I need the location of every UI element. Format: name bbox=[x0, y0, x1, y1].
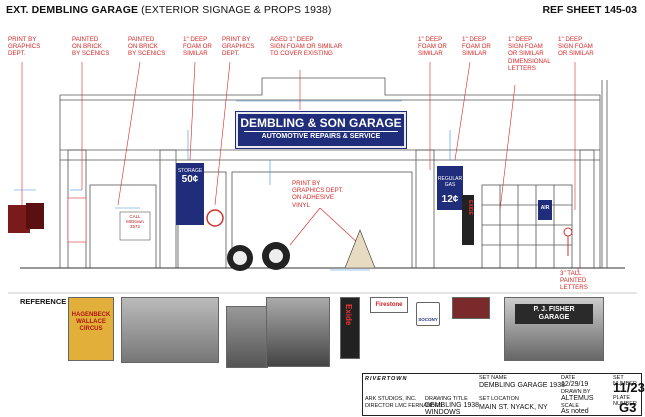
drawing-title-label: DRAWING TITLE bbox=[425, 396, 468, 402]
call-sign bbox=[119, 211, 151, 241]
ref-fisher-sign-text: P. J. FISHER GARAGE bbox=[515, 304, 593, 324]
ref-firestone-sign: Firestone bbox=[370, 297, 408, 313]
sheet-title: EXT. DEMBLING GARAGE (EXTERIOR SIGNAGE &… bbox=[6, 4, 332, 16]
storage-label: STORAGE bbox=[177, 168, 203, 174]
callout-sign-foam: 1" DEEP SIGN FOAM OR SIMILAR bbox=[558, 36, 594, 58]
drawn-by: ALTEMUS bbox=[561, 395, 594, 402]
air-hose-icon bbox=[563, 227, 573, 237]
reference-label: REFERENCE bbox=[20, 297, 67, 306]
ref-photo-garage-1 bbox=[121, 297, 219, 363]
callout-painted-brick-2: PAINTED ON BRICK BY SCENICS bbox=[128, 36, 166, 58]
ref-exide-sign: Exide bbox=[340, 297, 360, 359]
ref-firestone-text: Firestone bbox=[375, 302, 403, 308]
callout-adhesive-vinyl: PRINT BY GRAPHICS DEPT. ON ADHESIVE VINY… bbox=[292, 180, 344, 209]
date-value: 12/29/19 bbox=[561, 381, 589, 388]
title-block: RIVERTOWN ARK STUDIOS, INC. DIRECTOR LMC… bbox=[362, 373, 645, 416]
pegasus-sign bbox=[206, 209, 224, 227]
director-label: DIRECTOR LMC FERNANDES bbox=[365, 403, 443, 409]
ref-photo-garage-2 bbox=[266, 297, 330, 367]
exide-sign bbox=[462, 195, 474, 245]
storage-price: 50¢ bbox=[181, 174, 199, 185]
gas-label: REGULAR GAS bbox=[437, 176, 463, 188]
gas-price: 12¢ bbox=[441, 194, 459, 205]
main-garage-sign: DEMBLING & SON GARAGE AUTOMOTIVE REPAIRS… bbox=[236, 112, 406, 148]
scale-label: SCALE bbox=[561, 403, 580, 409]
ref-exide-text: Exide bbox=[344, 304, 353, 326]
callout-painted-letters: 3" TALL PAINTED LETTERS bbox=[560, 270, 588, 292]
plate-number: G3 bbox=[619, 400, 637, 415]
subtitle-text: (EXTERIOR SIGNAGE & PROPS 1938) bbox=[141, 4, 332, 16]
sign-props bbox=[8, 163, 573, 271]
drawing-title: DEMBLING 1938 WINDOWS bbox=[425, 402, 480, 416]
sandwich-board bbox=[344, 229, 376, 269]
ref-red-sign bbox=[452, 297, 490, 319]
storage-sign-text: STORAGE 50¢ bbox=[177, 168, 203, 185]
ref-photo-fisher-garage: P. J. FISHER GARAGE bbox=[504, 297, 604, 361]
poster-sign-left bbox=[8, 205, 30, 233]
main-sign-line2: AUTOMOTIVE REPAIRS & SERVICE bbox=[244, 131, 398, 141]
air-sign bbox=[538, 200, 552, 220]
air-sign-text: AIR bbox=[540, 205, 550, 211]
callout-print-graphics-1: PRINT BY GRAPHICS DEPT. bbox=[8, 36, 41, 58]
call-sign-text: CALL MIDtown 3572 bbox=[126, 214, 144, 229]
set-location-label: SET LOCATION bbox=[479, 396, 519, 402]
callout-foam-3: 1" DEEP FOAM OR SIMILAR bbox=[462, 36, 491, 58]
set-number: 11/23 bbox=[613, 380, 645, 395]
ref-sheet-number: REF SHEET 145-03 bbox=[542, 4, 637, 16]
callout-print-graphics-2: PRINT BY GRAPHICS DEPT. bbox=[222, 36, 255, 58]
set-location: MAIN ST. NYACK, NY bbox=[479, 404, 548, 411]
set-number-label: SET NUMBER bbox=[613, 375, 637, 387]
building-outline bbox=[59, 77, 601, 268]
painted-sign-left bbox=[67, 197, 87, 243]
title-text: EXT. DEMBLING GARAGE bbox=[6, 4, 139, 16]
storage-sign bbox=[176, 163, 204, 225]
circus-poster-text: HAGENBECK WALLACE CIRCUS bbox=[71, 312, 111, 332]
plate-number-label: PLATE NUMBER bbox=[613, 395, 637, 407]
callout-aged-foam: AGED 1" DEEP SIGN FOAM OR SIMILAR TO COV… bbox=[270, 36, 343, 58]
gas-price-sign bbox=[437, 166, 463, 210]
gas-sign-text: REGULAR GAS 12¢ bbox=[437, 170, 463, 211]
exide-sign-text: EXIDE bbox=[467, 200, 473, 216]
callout-foam-1: 1" DEEP FOAM OR SIMILAR bbox=[183, 36, 212, 58]
ref-photo-street bbox=[226, 306, 268, 368]
ref-socony-sign: SOCONY bbox=[416, 302, 440, 326]
date-label: DATE bbox=[561, 375, 576, 381]
studio-label: ARK STUDIOS, INC. bbox=[365, 396, 417, 402]
ref-socony-text: SOCONY bbox=[418, 317, 438, 322]
set-name-label: SET NAME bbox=[479, 375, 508, 381]
set-name: DEMBLING GARAGE 1938 bbox=[479, 382, 565, 389]
drawn-by-label: DRAWN BY bbox=[561, 389, 591, 395]
callout-painted-brick-1: PAINTED ON BRICK BY SCENICS bbox=[72, 36, 110, 58]
callout-foam-2: 1" DEEP FOAM OR SIMILAR bbox=[418, 36, 447, 58]
scale-value: As noted bbox=[561, 408, 589, 415]
callout-dimensional-letters: 1" DEEP SIGN FOAM OR SIMILAR DIMENSIONAL… bbox=[508, 36, 551, 72]
main-sign-line1: DEMBLING & SON GARAGE bbox=[240, 116, 402, 130]
ref-circus-poster: HAGENBECK WALLACE CIRCUS bbox=[68, 297, 114, 361]
rivertown-logo: RIVERTOWN bbox=[365, 376, 408, 382]
